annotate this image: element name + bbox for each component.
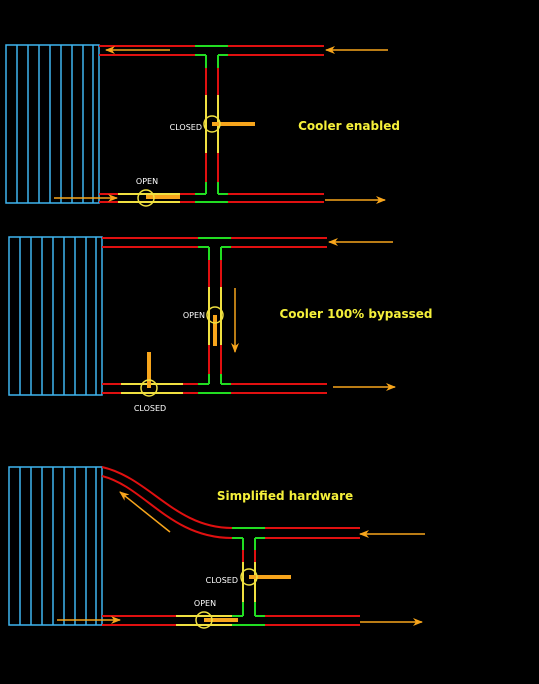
pipe-curved-top [101,466,360,539]
valve-label: OPEN [194,599,216,608]
valve-bypass: CLOSED [170,115,255,133]
panel-caption: Simplified hardware [217,489,353,503]
panel-caption: Cooler 100% bypassed [279,307,432,321]
valve-cooler-return: CLOSED [134,352,166,413]
valve-label: OPEN [136,177,158,186]
flow-arrows [231,238,396,391]
cooler-radiator [8,466,103,626]
panel-caption: Cooler enabled [298,119,400,133]
pipe-top [102,237,327,248]
valve-label: CLOSED [206,576,238,585]
valve-label: OPEN [183,311,205,320]
valve-bypass: OPEN [183,306,224,346]
flow-arrows [57,491,425,626]
valve-cooler-return: OPEN [194,599,238,629]
panel-cooler-enabled: CLOSED OPEN Cooler enabled [5,44,400,207]
panel-simplified-hardware: CLOSED OPEN Simplified hardware [8,466,425,629]
pipe-bottom [102,383,327,394]
cooler-radiator [5,44,100,204]
valve-cooler-return: OPEN [136,177,180,207]
valve-label: CLOSED [134,404,166,413]
pipe-bottom [99,193,324,203]
cooler-radiator [8,236,103,396]
pipe-top [99,45,324,56]
flow-arrows [54,46,388,204]
panel-cooler-bypassed: OPEN CLOSED Cooler 100% bypassed [8,236,433,413]
valve-bypass: CLOSED [206,568,291,586]
valve-label: CLOSED [170,123,202,132]
pipe-bypass-vertical [208,247,222,384]
